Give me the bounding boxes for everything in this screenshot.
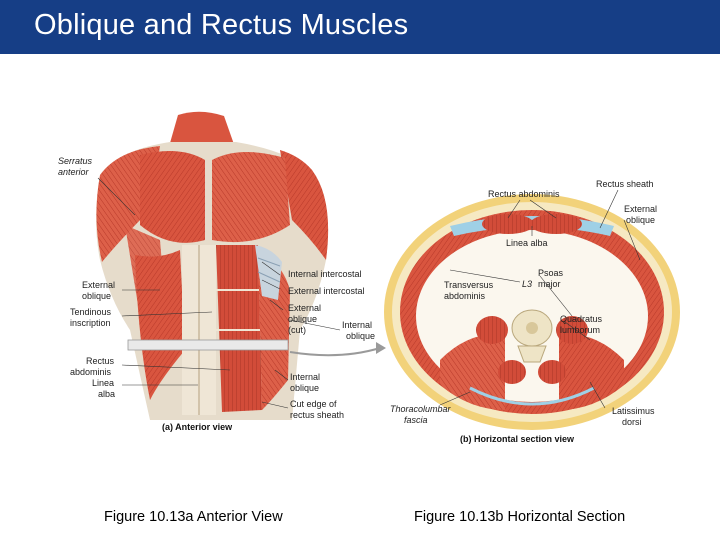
label-linea-2: alba <box>98 389 115 399</box>
label-linea-alba: Linea alba <box>506 238 548 248</box>
label-external-oblique-2: oblique <box>82 291 111 301</box>
label-internal-oblique-mid-2: oblique <box>346 331 375 341</box>
label-rectus-2: abdominis <box>70 367 112 377</box>
torso-anterior-view <box>96 111 386 420</box>
figure-illustration: Serratus anterior Internal intercostal E… <box>58 111 680 444</box>
panel-label-b: (b) Horizontal section view <box>460 434 575 444</box>
label-transversus-2: abdominis <box>444 291 486 301</box>
labels-b: Rectus abdominis Rectus sheath External … <box>390 179 657 444</box>
label-internal-oblique-low-2: oblique <box>290 383 319 393</box>
label-tendinous-1: Tendinous <box>70 307 112 317</box>
label-external-intercostal: External intercostal <box>288 286 365 296</box>
label-external-oblique-cut-1: External <box>288 303 321 313</box>
label-external-oblique-cut-2: oblique <box>288 314 317 324</box>
label-rectus-1: Rectus <box>86 356 115 366</box>
label-cut-edge-2: rectus sheath <box>290 410 344 420</box>
label-cut-edge-1: Cut edge of <box>290 399 337 409</box>
leader-lines-b <box>439 189 641 409</box>
label-rectus-abdominis: Rectus abdominis <box>488 189 560 199</box>
title-bar: Oblique and Rectus Muscles <box>0 0 720 54</box>
label-thoracolumbar-1: Thoracolumbar <box>390 404 452 414</box>
slide-title: Oblique and Rectus Muscles <box>34 9 409 41</box>
label-external-oblique-b-1: External <box>624 204 657 214</box>
label-latissimus-2: dorsi <box>622 417 642 427</box>
label-external-oblique-cut-3: (cut) <box>288 325 306 335</box>
labels-a: Serratus anterior Internal intercostal E… <box>58 156 375 432</box>
label-internal-oblique-mid-1: Internal <box>342 320 372 330</box>
label-external-oblique-1: External <box>82 280 115 290</box>
label-quadratus-1: Quadratus <box>560 314 603 324</box>
label-internal-oblique-low-1: Internal <box>290 372 320 382</box>
label-psoas-2: major <box>538 279 561 289</box>
panel-label-a: (a) Anterior view <box>162 422 233 432</box>
label-transversus-1: Transversus <box>444 280 494 290</box>
label-serratus: Serratus <box>58 156 93 166</box>
label-thoracolumbar-2: fascia <box>404 415 428 425</box>
label-internal-intercostal: Internal intercostal <box>288 269 362 279</box>
label-serratus-anterior: anterior <box>58 167 90 177</box>
label-l3: L3 <box>522 279 532 289</box>
label-tendinous-2: inscription <box>70 318 111 328</box>
caption-left: Figure 10.13a Anterior View <box>104 509 283 525</box>
horizontal-section-view <box>384 194 680 430</box>
label-external-oblique-b-2: oblique <box>626 215 655 225</box>
label-rectus-sheath: Rectus sheath <box>596 179 654 189</box>
label-linea-1: Linea <box>92 378 114 388</box>
label-quadratus-2: lumborum <box>560 325 600 335</box>
caption-right: Figure 10.13b Horizontal Section <box>414 509 626 525</box>
label-psoas-1: Psoas <box>538 268 564 278</box>
leader-lines-a <box>97 177 341 409</box>
label-latissimus-1: Latissimus <box>612 406 655 416</box>
